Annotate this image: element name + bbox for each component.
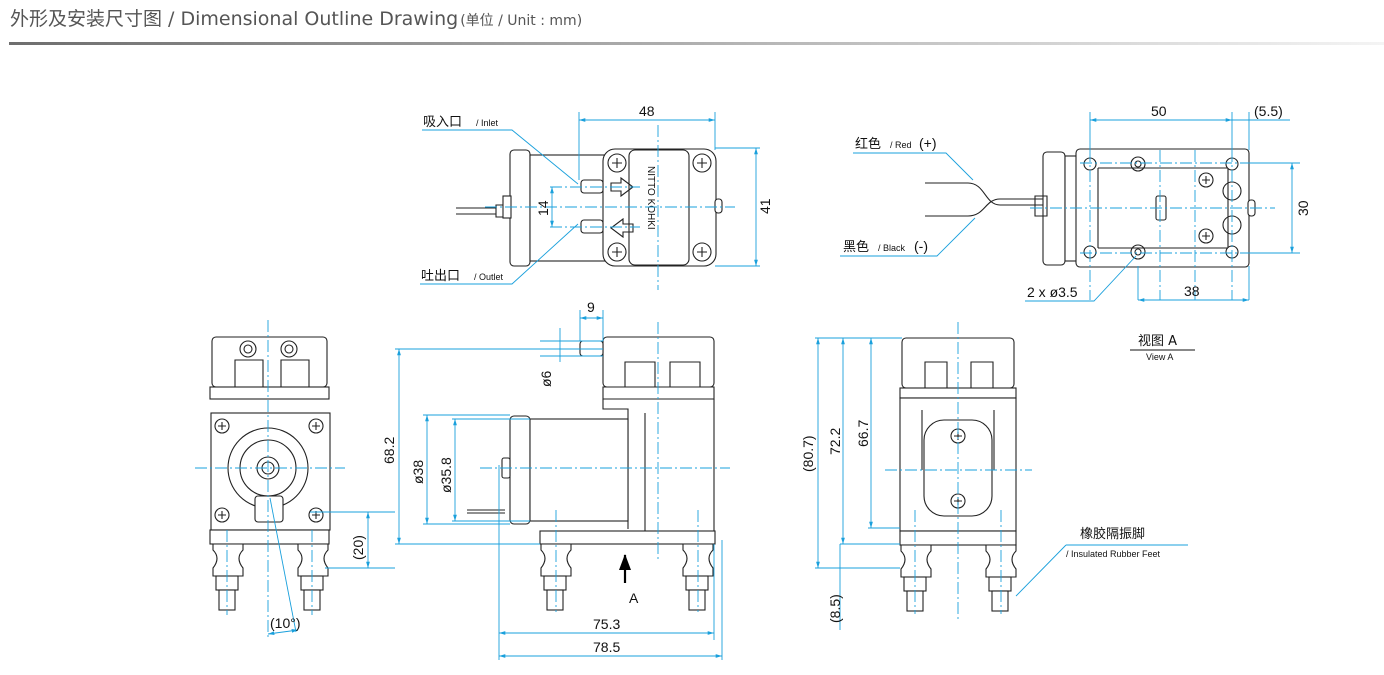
rubber-foot [900, 544, 1017, 612]
page-title: 外形及安装尺寸图 / Dimensional Outline Drawing [10, 8, 459, 30]
dim-port-pitch-14: 14 [535, 200, 551, 216]
dim-height-72-2: 72.2 [827, 428, 843, 455]
port-fitting [579, 340, 604, 357]
dim-offset-5-5: (5.5) [1254, 103, 1283, 119]
dim-height-66-7: 66.7 [855, 420, 871, 447]
unit-label: (单位 / Unit : mm) [460, 13, 583, 29]
dim-width-48: 48 [639, 103, 655, 119]
view-a-arrow-label: A [629, 590, 639, 606]
red-wire-sign: (+) [919, 135, 937, 151]
dim-foot-8-5: (8.5) [827, 594, 843, 623]
view-a: (80.7) 72.2 66.7 (8.5) 视图 A View A 橡胶隔振脚… [800, 322, 1195, 630]
flow-in-arrow-icon [610, 176, 634, 198]
motor-cap [509, 415, 531, 525]
top-view: NITTO KOHKI 48 41 14 吸入口 / Inlet 吐出口 / O… [420, 103, 773, 290]
dim-port-length-9: 9 [587, 299, 595, 315]
screw-icon [214, 418, 324, 523]
bottom-view: 50 (5.5) 30 38 2 x ø3.5 红色 / Red (+) 黑色 … [840, 103, 1311, 302]
outlet-label-en: / Outlet [474, 272, 504, 282]
dim-length-75-3: 75.3 [593, 616, 620, 632]
black-wire-label-cn: 黑色 [843, 239, 869, 255]
inlet-label-cn: 吸入口 [423, 115, 462, 130]
side-view: A 9 ø6 68.2 ø38 ø35.8 75.3 78.5 [381, 299, 730, 660]
page-header: 外形及安装尺寸图 / Dimensional Outline Drawing (… [10, 4, 582, 36]
dim-length-78-5: 78.5 [593, 639, 620, 655]
outlet-label-cn: 吐出口 [421, 269, 460, 284]
dim-port-dia-6: ø6 [538, 370, 554, 387]
dim-holes-3-5: 2 x ø3.5 [1027, 284, 1078, 300]
dim-length-50: 50 [1151, 103, 1167, 119]
screw-icon [607, 153, 712, 262]
outlet-port [580, 219, 604, 234]
inlet-label-en: / Inlet [476, 118, 499, 128]
brand-mark: NITTO KOHKI [645, 166, 656, 230]
rubber-foot [212, 543, 329, 611]
red-wire-label-en: / Red [890, 140, 912, 150]
dim-height-41: 41 [757, 198, 773, 214]
motor-cap [509, 149, 531, 267]
red-wire-label-cn: 红色 [855, 136, 881, 152]
dim-motor-dia-35-8: ø35.8 [438, 457, 454, 493]
dim-height-68-2: 68.2 [381, 437, 397, 464]
dim-motor-dia-38: ø38 [410, 460, 426, 484]
inlet-port [580, 179, 604, 194]
flow-out-arrow-icon [610, 217, 634, 239]
screw-icon [1198, 172, 1214, 244]
view-a-title-cn: 视图 A [1138, 334, 1177, 349]
dim-foot-height-20: (20) [350, 535, 366, 560]
rubber-foot [540, 543, 714, 611]
motor-body [529, 154, 606, 262]
header-divider [9, 42, 1384, 45]
black-wire-label-en: / Black [878, 243, 906, 253]
feet-label-en: / Insulated Rubber Feet [1066, 549, 1161, 559]
dim-hole-pitch-30: 30 [1295, 200, 1311, 216]
feet-label-cn: 橡胶隔振脚 [1080, 526, 1145, 542]
port-fitting-icon [239, 340, 298, 358]
black-wire-sign: (-) [914, 238, 928, 254]
lead-wires [925, 182, 1048, 217]
dim-total-80-7: (80.7) [800, 435, 816, 472]
front-view: (20) (10°) [195, 320, 395, 640]
dim-angle-10: (10°) [270, 615, 301, 631]
dim-hole-pitch-38: 38 [1184, 283, 1200, 299]
motor-cap [1042, 151, 1066, 266]
view-a-title-en: View A [1146, 352, 1173, 362]
pump-head [602, 148, 717, 267]
